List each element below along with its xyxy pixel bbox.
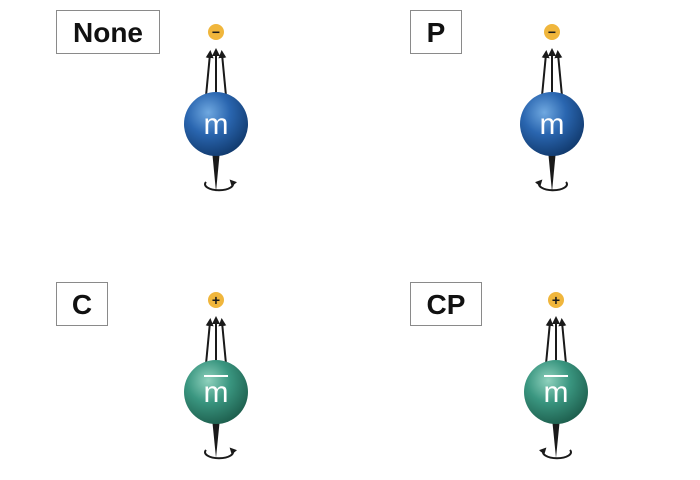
svg-text:m: m	[204, 108, 229, 141]
antiparticle-sphere: m	[184, 360, 248, 424]
charge-badge-plus: +	[548, 292, 564, 308]
svg-text:m: m	[204, 376, 229, 409]
svg-text:+: +	[212, 292, 220, 308]
charge-badge-minus: −	[544, 24, 560, 40]
panel-cp: + m	[524, 292, 588, 460]
svg-text:+: +	[552, 292, 560, 308]
panel-label-c: C	[56, 282, 108, 326]
panel-label-none: None	[56, 10, 160, 54]
svg-text:−: −	[212, 24, 220, 40]
panel-none: − m	[184, 24, 248, 192]
panel-c: + m	[184, 292, 248, 460]
charge-badge-minus: −	[208, 24, 224, 40]
panel-label-p: P	[410, 10, 462, 54]
momentum-arrows-icon	[205, 48, 227, 97]
svg-text:−: −	[548, 24, 556, 40]
charge-badge-plus: +	[208, 292, 224, 308]
panel-p: − m	[520, 24, 584, 192]
svg-text:m: m	[544, 376, 569, 409]
panel-label-cp: CP	[410, 282, 482, 326]
momentum-arrows-icon	[545, 316, 567, 365]
momentum-arrows-icon	[205, 316, 227, 365]
momentum-arrows-icon	[541, 48, 563, 97]
particle-sphere: m	[184, 92, 248, 156]
spin-axis-icon	[535, 150, 568, 192]
particle-sphere: m	[520, 92, 584, 156]
antiparticle-sphere: m	[524, 360, 588, 424]
spin-axis-icon	[539, 418, 572, 460]
svg-text:m: m	[540, 108, 565, 141]
spin-axis-icon	[204, 418, 237, 460]
spin-axis-icon	[204, 150, 237, 192]
